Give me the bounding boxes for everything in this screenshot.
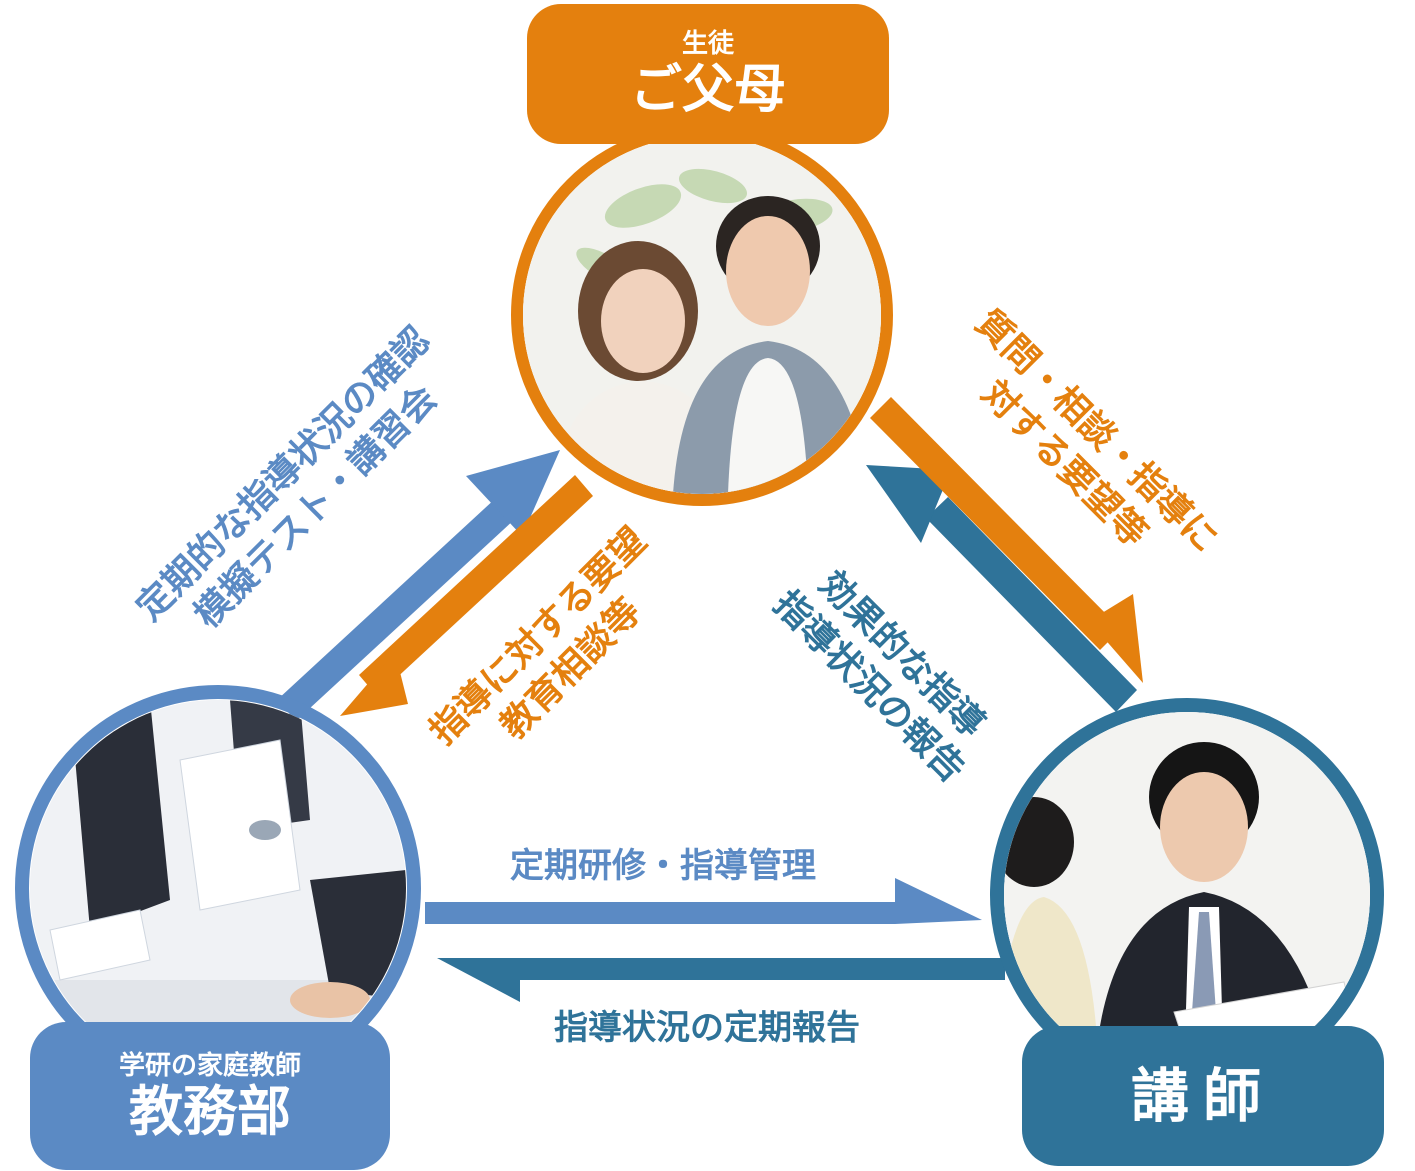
teacher-photo — [1004, 712, 1370, 1078]
arrow-teacher-to-office — [437, 958, 1005, 1002]
parents-node-sub: 生徒 — [681, 29, 734, 59]
office-node-title: 教務部 — [129, 1080, 291, 1143]
arrow-parents-to-teacher — [870, 397, 1143, 683]
office-node-sub: 学研の家庭教師 — [118, 1051, 301, 1081]
teacher-node: 講師 — [1022, 1026, 1384, 1166]
parents-photo — [523, 136, 881, 494]
label-teacher-to-office: 指導状況の定期報告 — [554, 1008, 860, 1048]
arrow-teacher-to-parents — [866, 465, 1137, 712]
teacher-node-title: 講師 — [1130, 1062, 1275, 1130]
arrow-office-to-teacher — [425, 878, 982, 924]
arrow-parents-to-office — [340, 475, 593, 716]
label-office-to-teacher: 定期研修・指導管理 — [510, 846, 816, 886]
parents-node: 生徒 ご父母 — [527, 4, 889, 144]
office-photo — [30, 700, 406, 1076]
office-node: 学研の家庭教師 教務部 — [30, 1022, 390, 1170]
parents-node-title: ご父母 — [629, 60, 786, 120]
arrow-office-to-parents — [277, 450, 560, 721]
